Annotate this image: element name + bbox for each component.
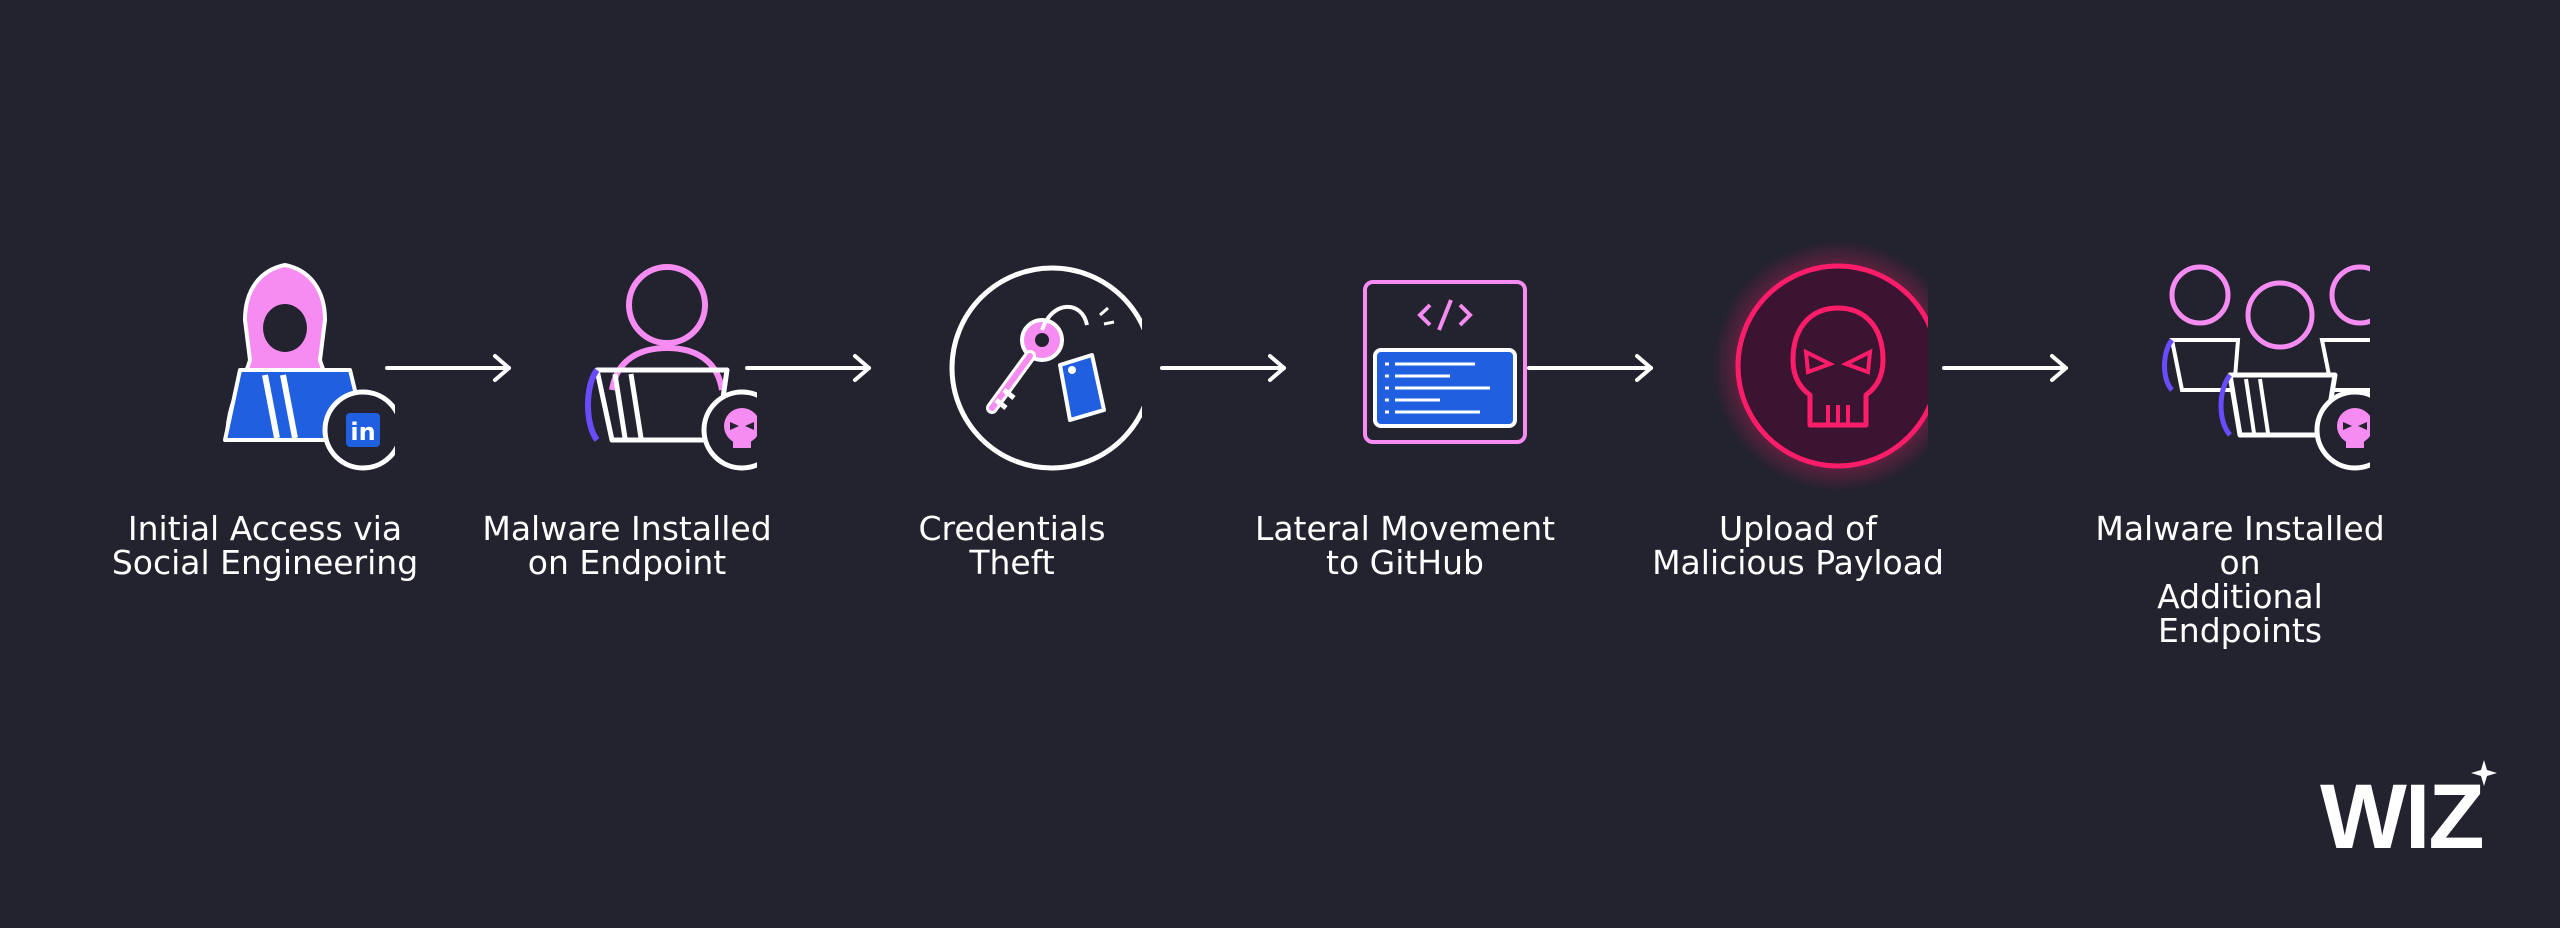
step-lateral-movement: Lateral Movement to GitHub <box>1235 240 1575 580</box>
step-initial-access: in Initial Access via Social Engineering <box>95 240 435 580</box>
hooded-hacker-linkedin-icon: in <box>223 262 395 471</box>
arrow-icon <box>385 354 511 382</box>
step-malware-installed: Malware Installed on Endpoint <box>457 240 797 580</box>
svg-text:WIZ: WIZ <box>2320 766 2483 862</box>
step-label: Lateral Movement to GitHub <box>1254 509 1556 582</box>
step-credentials-theft: Credentials Theft <box>842 240 1182 580</box>
step-label: Upload of Malicious Payload <box>1652 509 1944 582</box>
arrow-icon <box>1527 354 1653 382</box>
arrow-icon <box>1160 354 1286 382</box>
keys-tag-icon <box>949 265 1142 471</box>
skull-icon <box>1713 241 1928 491</box>
step-malicious-payload: Upload of Malicious Payload <box>1628 240 1968 580</box>
step-label: Credentials Theft <box>918 509 1106 582</box>
svg-text:in: in <box>350 418 375 446</box>
step-additional-endpoints: Malware Installed on Additional Endpoint… <box>2070 240 2410 648</box>
logo-mark: WIZ <box>2320 760 2497 868</box>
wiz-logo: WIZ <box>2320 752 2500 868</box>
sparkle-icon <box>2471 760 2497 786</box>
user-laptop-malware-icon <box>585 264 757 471</box>
step-label: Malware Installed on Additional Endpoint… <box>2095 509 2385 650</box>
multiple-users-malware-icon <box>2162 264 2370 471</box>
code-window-icon <box>1363 280 1527 444</box>
step-label: Malware Installed on Endpoint <box>482 509 772 582</box>
step-label: Initial Access via Social Engineering <box>111 509 419 582</box>
arrow-icon <box>745 354 871 382</box>
arrow-icon <box>1942 354 2068 382</box>
